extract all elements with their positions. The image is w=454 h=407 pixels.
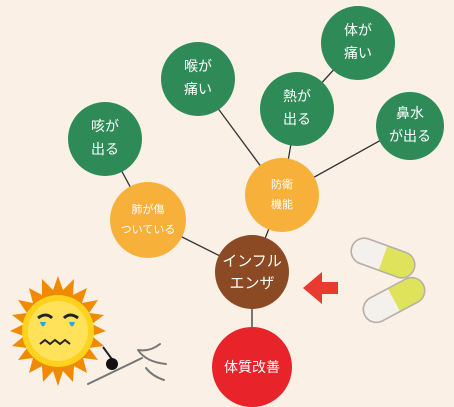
node-fever: 熱が 出る — [260, 72, 334, 146]
node-runny-nose: 鼻水 が出る — [376, 92, 444, 160]
pitchfork-icon — [87, 343, 167, 385]
node-cough: 咳が 出る — [68, 102, 142, 176]
node-fever-label: 熱が 出る — [283, 89, 311, 128]
node-body-pain: 体が 痛い — [321, 6, 395, 80]
node-runny-nose-label: 鼻水 が出る — [389, 106, 431, 145]
node-immune-function-label: 防衛 機能 — [271, 178, 293, 211]
node-lung-damage: 肺が傷 ついている — [110, 182, 186, 258]
node-constitution-label: 体質改善 — [224, 360, 280, 376]
virus-character-icon — [10, 276, 118, 386]
capsule-pill-icon — [350, 237, 426, 324]
node-cough-label: 咳が 出る — [91, 119, 119, 158]
node-influenza: インフル エンザ — [215, 235, 289, 309]
node-constitution: 体質改善 — [212, 327, 292, 407]
node-body-pain-label: 体が 痛い — [344, 23, 372, 62]
arrow-left-icon — [303, 272, 338, 304]
node-sore-throat-label: 喉が 痛い — [184, 59, 212, 98]
node-immune-function: 防衛 機能 — [245, 158, 319, 232]
node-influenza-label: インフル エンザ — [222, 252, 282, 292]
node-lung-damage-label: 肺が傷 ついている — [120, 203, 176, 236]
node-sore-throat: 喉が 痛い — [161, 42, 235, 116]
